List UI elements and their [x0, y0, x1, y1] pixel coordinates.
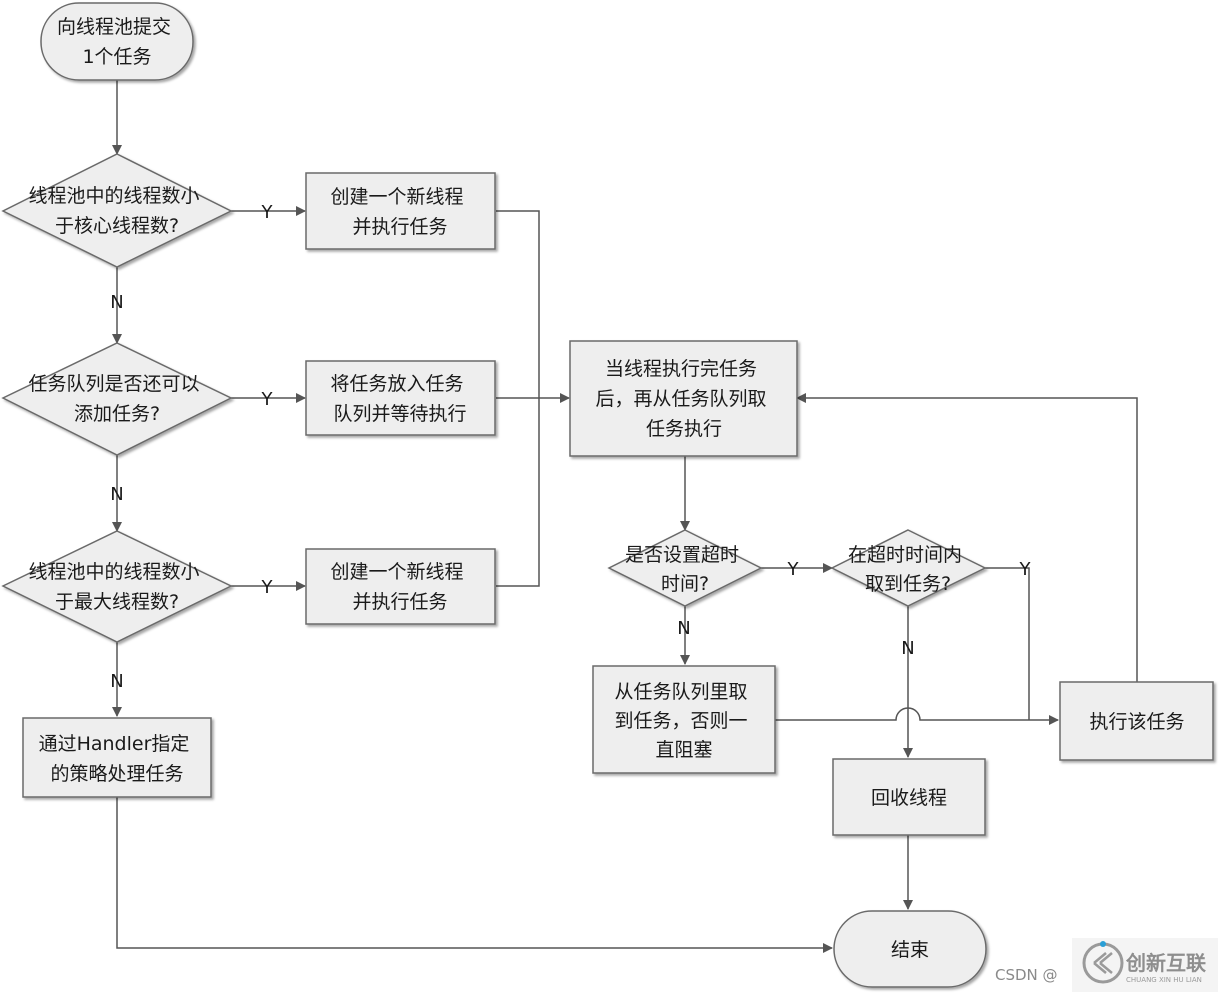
- node-queue: 任务队列是否还可以 添加任务?: [28, 373, 205, 425]
- node-exec-shape: [1059, 681, 1214, 761]
- node-gettask: 在超时时间内 取到任务?: [848, 544, 968, 595]
- node-block: 从任务队列里取 到任务，否则一 直阻塞: [614, 681, 753, 761]
- node-create2-shape: [305, 548, 496, 625]
- node-max: 线程池中的线程数小 于最大线程数?: [28, 561, 205, 613]
- node-start-shape: [40, 2, 194, 81]
- node-enqueue: 将任务放入任务 队列并等待执行: [330, 373, 469, 425]
- footer: CSDN @ 创新互联 CHUANG XIN HU LIAN: [995, 938, 1218, 992]
- edges: [112, 80, 1138, 953]
- node-queue-shape: [1, 342, 233, 456]
- label-core-yes: Y: [261, 202, 274, 223]
- node-core-shape: [1, 153, 233, 268]
- node-create2: 创建一个新线程 并执行任务: [330, 561, 469, 613]
- label-gettask-yes: Y: [1019, 559, 1032, 580]
- label-gettask-no: N: [901, 638, 914, 659]
- node-gettask-shape: [830, 529, 987, 607]
- label-max-yes: Y: [261, 577, 274, 598]
- label-timeout-no: N: [677, 618, 690, 639]
- node-create1: 创建一个新线程 并执行任务: [330, 186, 469, 238]
- node-enqueue-shape: [305, 360, 496, 436]
- brand-name: 创新互联: [1125, 951, 1206, 975]
- edge-block-to-exec: [775, 707, 1059, 725]
- node-labels: 向线程池提交 1个任务 线程池中的线程数小 于核心线程数? 创建一个新线程 并执…: [28, 16, 1184, 961]
- edge-handler-to-end: [116, 797, 833, 953]
- node-max-shape: [1, 530, 233, 643]
- node-handler: 通过Handler指定 的策略处理任务: [39, 733, 196, 785]
- node-end: 结束: [891, 939, 929, 961]
- label-queue-no: N: [110, 484, 123, 505]
- node-block-shape: [592, 665, 776, 774]
- node-timeout-shape: [607, 529, 763, 607]
- node-handler-shape: [22, 717, 212, 798]
- node-core: 线程池中的线程数小 于核心线程数?: [28, 185, 205, 237]
- edge-labels: Y N Y N Y N Y N Y N: [110, 202, 1031, 692]
- edge-exec-to-after: [796, 393, 1138, 682]
- label-timeout-yes: Y: [787, 559, 800, 580]
- node-after: 当线程执行完任务 后，再从任务队列取 任务执行: [595, 358, 772, 440]
- label-max-no: N: [110, 671, 123, 692]
- node-after-shape: [569, 340, 798, 457]
- edge-gettask-yes: [985, 567, 1030, 720]
- label-queue-yes: Y: [261, 389, 274, 410]
- source-credit: CSDN @: [995, 966, 1058, 984]
- node-create1-shape: [305, 172, 496, 250]
- brand-logo-icon: [1082, 941, 1124, 984]
- node-recycle-shape: [832, 758, 986, 836]
- node-timeout: 是否设置超时 时间?: [625, 544, 745, 595]
- brand-name-en: CHUANG XIN HU LIAN: [1126, 976, 1202, 984]
- label-core-no: N: [110, 292, 123, 313]
- node-recycle: 回收线程: [871, 787, 947, 809]
- node-start: 向线程池提交 1个任务: [57, 16, 177, 68]
- node-end-shape: [833, 910, 987, 988]
- node-exec: 执行该任务: [1089, 711, 1184, 733]
